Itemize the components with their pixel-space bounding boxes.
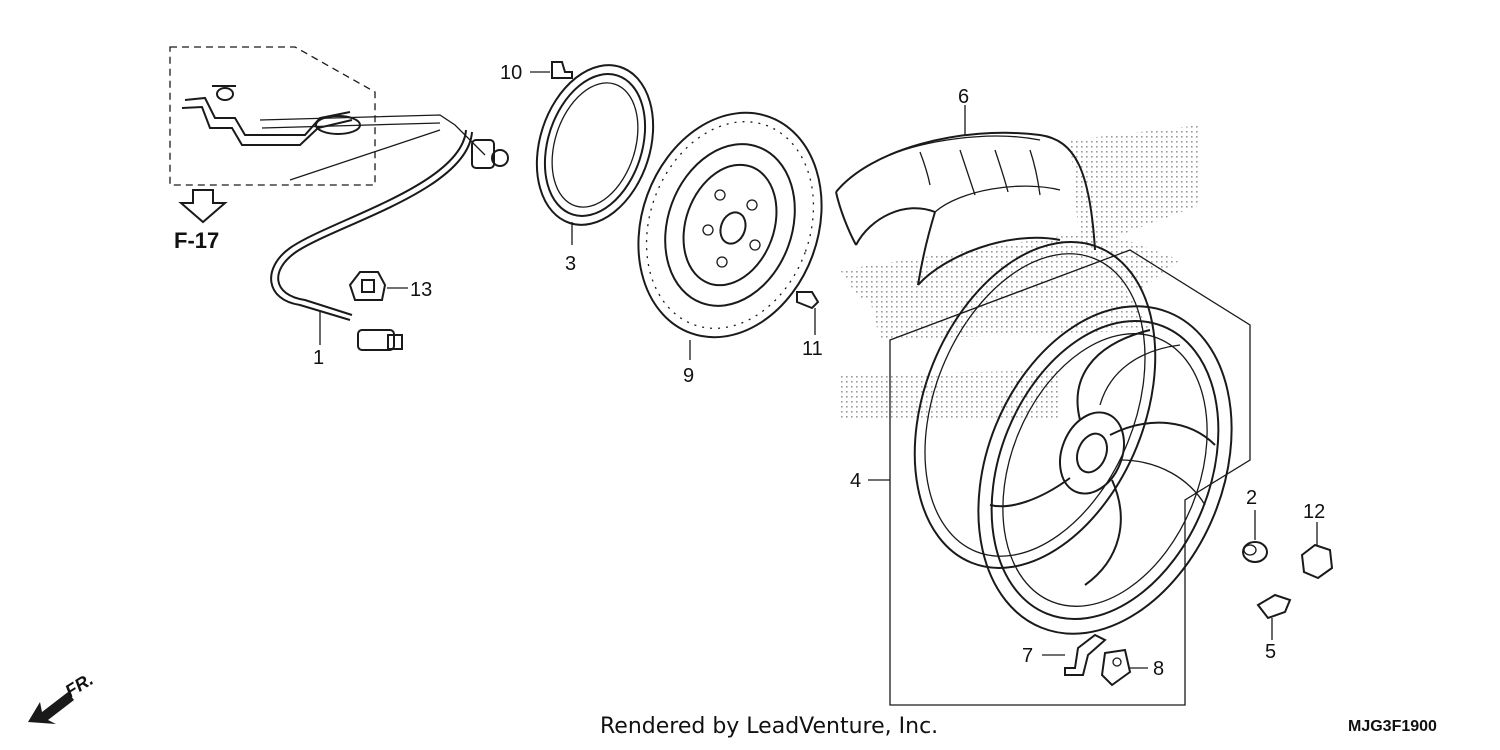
- callout-12[interactable]: 12: [1303, 501, 1325, 523]
- arrow-icon: [28, 692, 74, 724]
- callout-3[interactable]: 3: [565, 253, 576, 275]
- axle-nut[interactable]: [1300, 522, 1334, 580]
- callout-11[interactable]: 11: [802, 338, 823, 360]
- brake-disc[interactable]: [608, 87, 852, 363]
- callout-5[interactable]: 5: [1265, 641, 1276, 663]
- pulser-ring[interactable]: [517, 50, 672, 245]
- callout-8[interactable]: 8: [1153, 658, 1164, 680]
- callout-13[interactable]: 13: [410, 279, 432, 301]
- diagram-code: MJG3F1900: [1348, 718, 1437, 735]
- background-stipple: [840, 125, 1200, 420]
- callout-1[interactable]: 1: [313, 347, 324, 369]
- callout-10[interactable]: 10: [500, 62, 522, 84]
- collar-2[interactable]: [1242, 510, 1268, 563]
- bolt-11[interactable]: [796, 291, 820, 335]
- callout-2[interactable]: 2: [1246, 487, 1257, 509]
- render-credit: Rendered by LeadVenture, Inc.: [600, 714, 938, 739]
- balance-weight[interactable]: [1256, 593, 1292, 640]
- section-ref-label: F-17: [174, 228, 219, 253]
- bolt-10[interactable]: [530, 61, 573, 79]
- harness-clip[interactable]: [348, 271, 408, 301]
- section-reference[interactable]: F-17: [174, 189, 228, 253]
- down-arrow-icon: [178, 189, 228, 224]
- callout-9[interactable]: 9: [683, 365, 694, 387]
- rear-tire[interactable]: [835, 105, 1096, 286]
- callout-4[interactable]: 4: [850, 470, 861, 492]
- rear-wheel[interactable]: [868, 206, 1278, 706]
- tire-valve[interactable]: [1042, 633, 1107, 676]
- front-direction-indicator: FR.: [28, 669, 97, 724]
- callout-7[interactable]: 7: [1022, 645, 1033, 667]
- valve-cap[interactable]: [1100, 648, 1148, 687]
- wheel-speed-sensor-harness[interactable]: [169, 46, 509, 351]
- callout-6[interactable]: 6: [958, 86, 969, 108]
